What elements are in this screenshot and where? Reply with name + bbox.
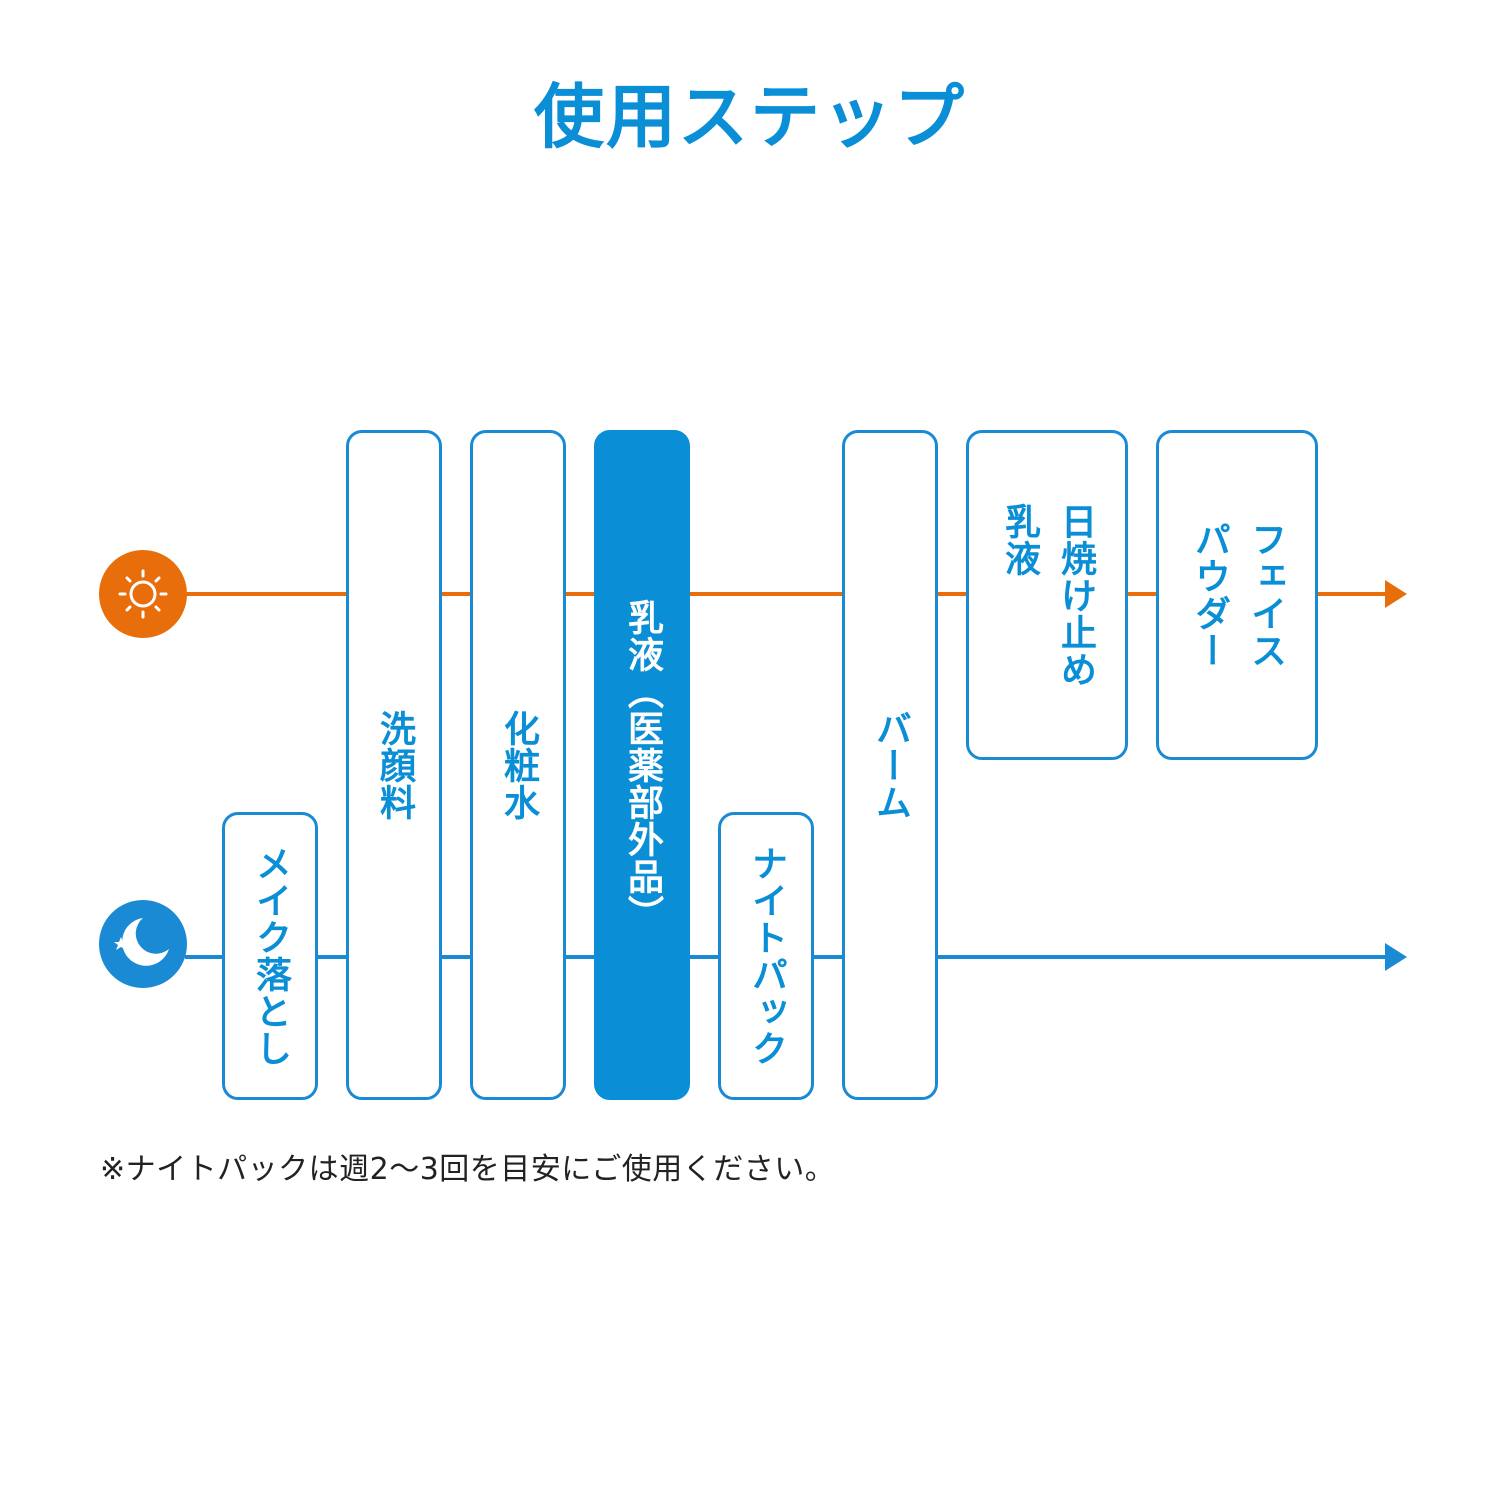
step-label-makeup-remover: メイク落とし: [250, 845, 291, 1067]
step-balm: バーム: [842, 430, 938, 1100]
step-label-face-powder: フェイス パウダー: [1189, 521, 1286, 669]
step-label-night-pack: ナイトパック: [746, 845, 787, 1067]
page-title: 使用ステップ: [534, 76, 966, 158]
step-toner: 化粧水: [470, 430, 566, 1100]
step-makeup-remover: メイク落とし: [222, 812, 318, 1100]
step-night-pack: ナイトパック: [718, 812, 814, 1100]
morning-arrow-head: [1385, 580, 1407, 608]
step-label-face-wash: 洗顔料: [374, 709, 415, 821]
step-label-emulsion: 乳液（医薬部外品）: [622, 598, 663, 932]
step-face-wash: 洗顔料: [346, 430, 442, 1100]
step-sunscreen-emulsion: 日焼け止め 乳液: [966, 430, 1128, 760]
night-arrow-head: [1385, 943, 1407, 971]
step-label-balm: バーム: [870, 709, 911, 821]
step-label-sunscreen-emulsion: 日焼け止め 乳液: [999, 502, 1096, 688]
moon-icon: [99, 900, 187, 988]
step-label-toner: 化粧水: [498, 709, 539, 821]
step-face-powder: フェイス パウダー: [1156, 430, 1318, 760]
usage-note: ※ナイトパックは週2〜3回を目安にご使用ください。: [100, 1152, 836, 1187]
step-emulsion: 乳液（医薬部外品）: [594, 430, 690, 1100]
sun-icon: [99, 550, 187, 638]
